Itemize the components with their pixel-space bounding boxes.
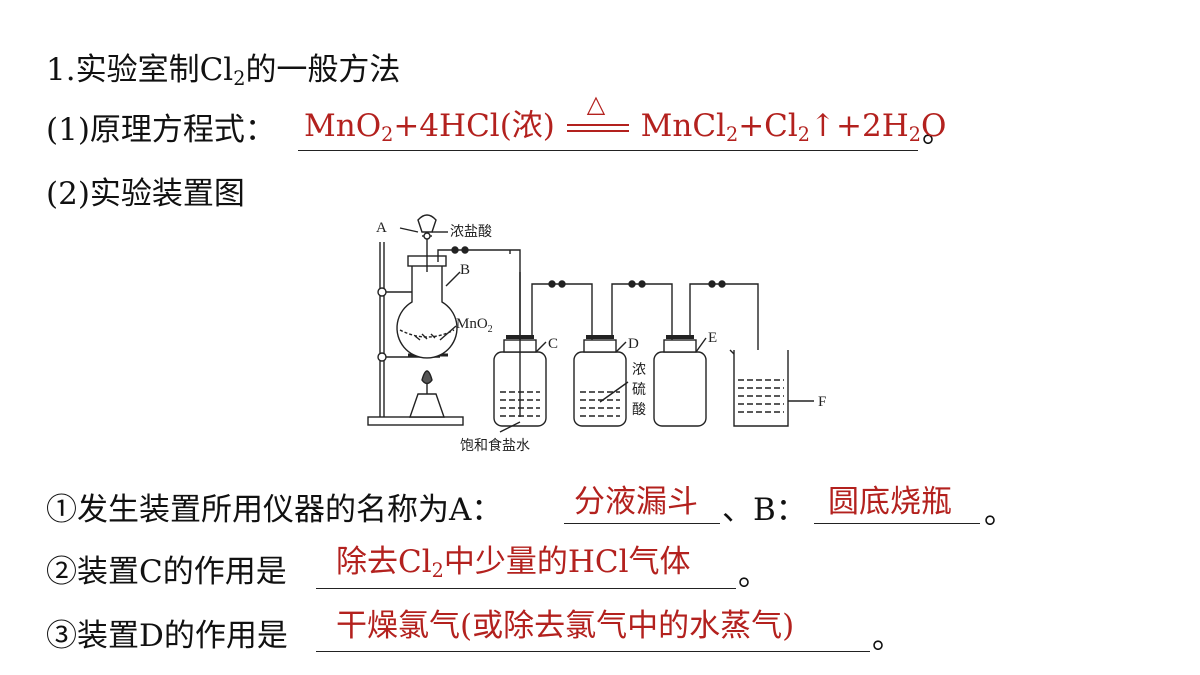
label-a: A [376,220,387,236]
tube-clip [461,246,469,254]
label-conc-h2so4-3: 酸 [632,402,646,418]
label-conc-h2so4-2: 硫 [632,382,646,398]
heat-triangle-icon: △ [586,89,606,118]
label-c: C [548,336,558,352]
q3-prefix: ③装置D的作用是 [46,618,288,654]
q1-prefix: ①发生装置所用仪器的名称为A： [46,492,503,528]
q3-end: 。 [872,620,903,656]
label-mno2: MnO2 [456,316,493,335]
q1-mid: 、B： [722,492,807,528]
leader-line [439,325,457,341]
q1-end: 。 [984,495,1015,531]
alcohol-lamp [409,370,445,418]
leader-line [399,227,419,233]
leader-line [499,421,521,433]
label-d: D [628,336,639,352]
q2-end: 。 [738,557,769,593]
tube-clip [628,280,636,288]
label-b: B [460,262,470,278]
leader-line [695,337,707,353]
principle-end: 。 [922,114,953,150]
principle-blank [298,150,918,151]
tube-clip [451,246,459,254]
label-e: E [708,330,717,346]
tube-clip [718,280,726,288]
apparatus-diagram: A 浓盐酸 B MnO2 C D 浓 硫 酸 E F 饱和食盐水 [367,214,826,454]
leader-line [599,381,629,403]
q1-answer-a: 分液漏斗 [574,484,698,520]
leader-line [615,341,627,353]
label-saturated-brine: 饱和食盐水 [460,437,530,454]
iron-stand [367,242,464,426]
q3-blank [316,651,870,652]
equals-line-top [566,123,629,126]
separating-funnel [417,214,437,272]
q1-blank-b [814,523,980,524]
principle-label: (1)原理方程式： [46,112,276,148]
q1-blank-a [564,523,720,524]
setup-heading: (2)实验装置图 [46,176,245,212]
equals-line-bottom [566,129,629,132]
section-title: 1.实验室制Cl2的一般方法 [46,52,401,90]
tube-clip [708,280,716,288]
label-f: F [818,394,826,410]
label-conc-hcl: 浓盐酸 [450,224,492,240]
label-conc-h2so4-1: 浓 [632,362,646,378]
reaction-condition: △ [565,90,631,138]
beaker-f [729,349,789,427]
q1-answer-b: 圆底烧瓶 [828,484,952,520]
q2-blank [316,588,736,589]
leader-line [445,271,461,287]
tube-clip [548,280,556,288]
equation-answer: MnO2+4HCl(浓) △ MnCl2+Cl2↑+2H2O [304,89,947,146]
wash-bottle-c [493,272,593,427]
tube-clip [558,280,566,288]
tube-clip [638,280,646,288]
q2-answer: 除去Cl2中少量的HCl气体 [336,544,691,582]
q2-prefix: ②装置C的作用是 [46,554,287,590]
leader-line [535,341,547,353]
q3-answer: 干燥氯气(或除去氯气中的水蒸气) [336,608,795,644]
